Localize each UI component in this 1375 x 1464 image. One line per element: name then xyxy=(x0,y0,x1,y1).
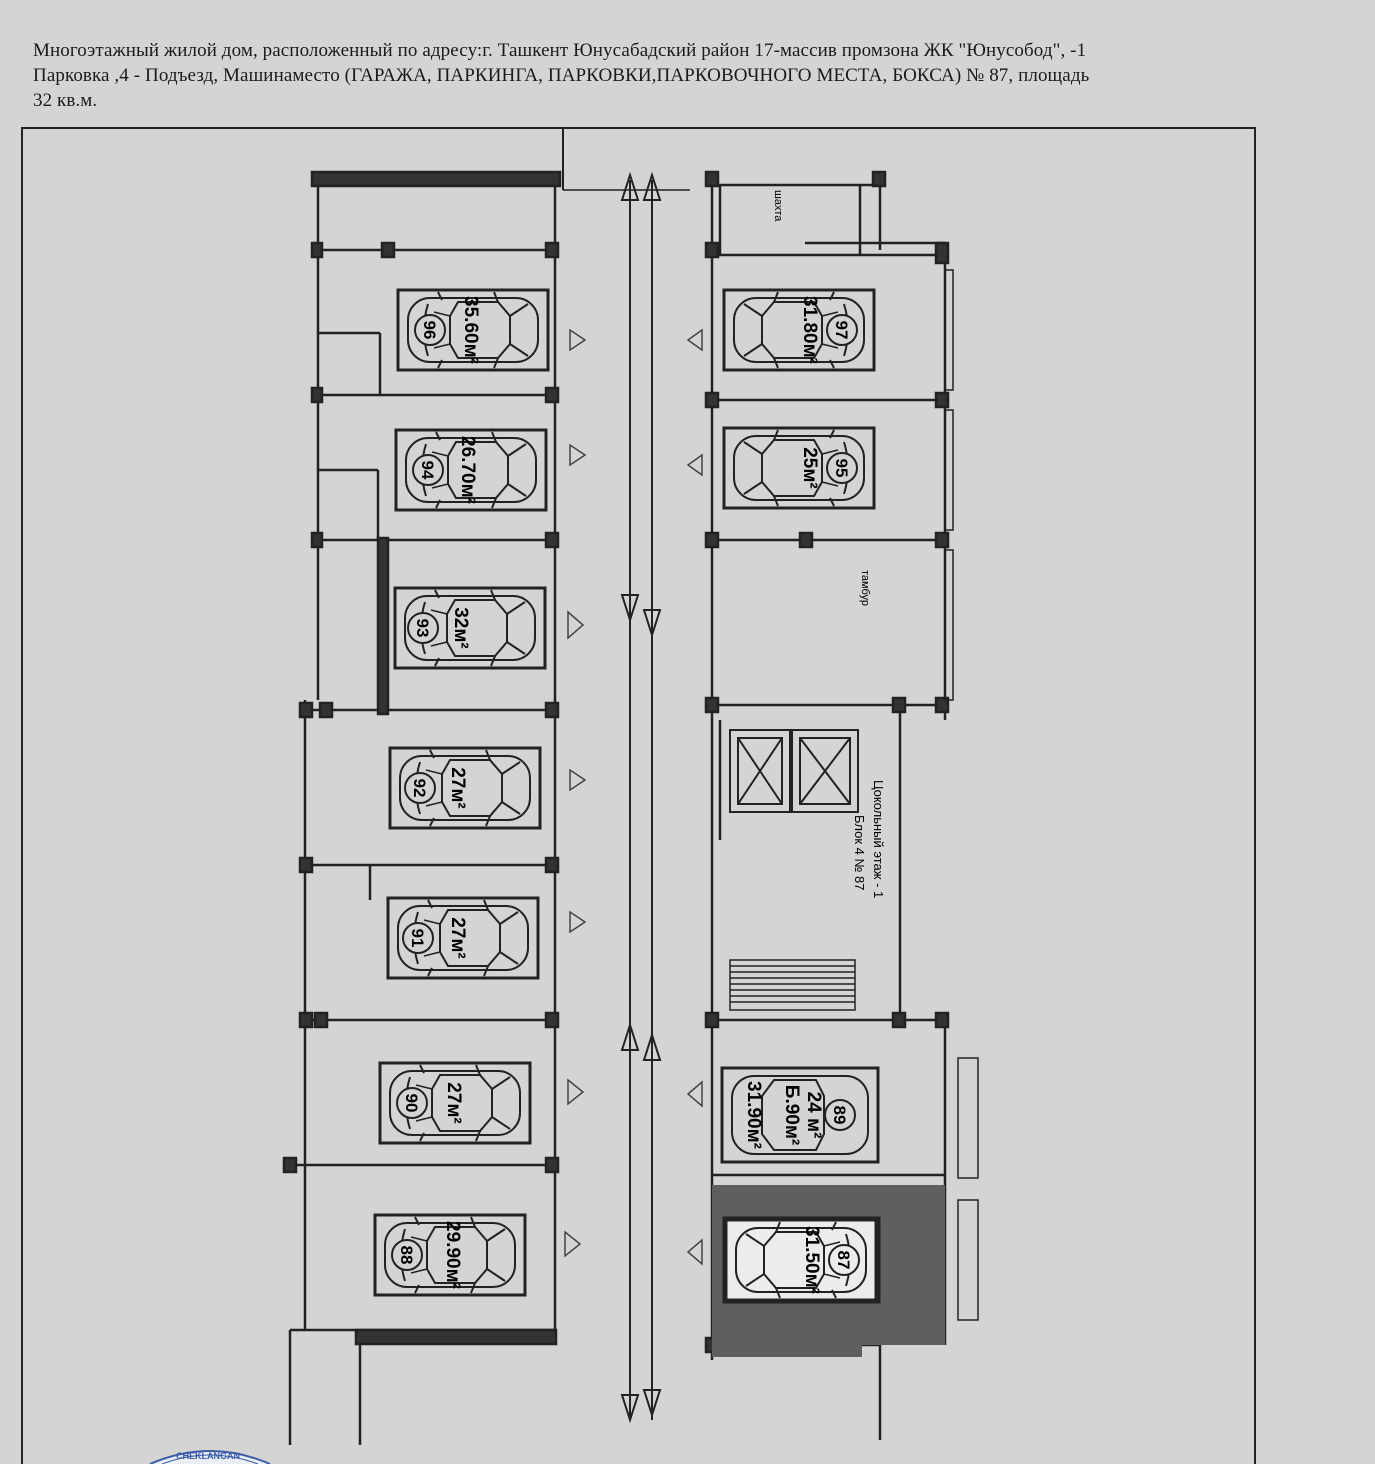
parking-space[interactable]: 96 35.60м² xyxy=(396,288,550,372)
parking-space[interactable]: 90 27м² xyxy=(378,1061,532,1145)
space-area-extra: Б.90м² xyxy=(781,1085,802,1145)
stamp: CHEKLANGAN xyxy=(149,1450,271,1464)
parking-space[interactable]: 95 25м² xyxy=(722,426,876,510)
left-block xyxy=(282,170,562,1445)
space-area: 27м² xyxy=(447,917,468,959)
space-number: 91 xyxy=(408,929,427,948)
space-number: 96 xyxy=(420,321,439,340)
header-line-2: Парковка ,4 - Подъезд, Машинаместо (ГАРА… xyxy=(33,65,1090,86)
elevator-shafts xyxy=(729,729,859,813)
space-area-extra-2: 31.90м² xyxy=(743,1081,764,1149)
space-number: 94 xyxy=(418,461,437,480)
drawing-frame xyxy=(21,127,1256,1464)
space-number: 89 xyxy=(830,1106,849,1125)
room-label-lobby: тамбур xyxy=(859,570,871,606)
parking-space[interactable]: 91 27м² xyxy=(386,896,540,980)
parking-space[interactable]: 88 29.90м² xyxy=(373,1213,527,1297)
space-number: 92 xyxy=(410,779,429,798)
room-label-shaft: шахта xyxy=(772,190,784,222)
driveway-arrows xyxy=(620,171,662,1424)
parking-space[interactable]: 93 32м² xyxy=(393,586,547,670)
parking-space-87[interactable]: 87 31.50м² xyxy=(722,1216,881,1304)
space-number: 87 xyxy=(834,1251,853,1270)
space-area: 29.90м² xyxy=(442,1221,463,1289)
space-87-highlight-strip xyxy=(712,1345,862,1357)
parking-space[interactable]: 92 27м² xyxy=(388,746,542,830)
block-subtitle: Блок 4 № 87 xyxy=(852,815,867,891)
space-area: 27м² xyxy=(447,767,468,809)
parking-space[interactable]: 97 31.80м² xyxy=(722,288,876,372)
space-number: 90 xyxy=(402,1094,421,1113)
space-number: 88 xyxy=(397,1246,416,1265)
space-area: 35.60м² xyxy=(460,296,481,364)
space-area: 24 м² xyxy=(803,1092,824,1139)
space-number: 93 xyxy=(413,619,432,638)
entry-arrows xyxy=(564,328,703,1266)
space-number: 97 xyxy=(832,321,851,340)
space-area: 27м² xyxy=(443,1082,464,1124)
stamp-text: CHEKLANGAN xyxy=(176,1451,240,1461)
parking-space[interactable]: 94 26.70м² xyxy=(394,428,548,512)
header-line-1: Многоэтажный жилой дом, расположенный по… xyxy=(33,40,1087,61)
staircase xyxy=(729,959,856,1011)
right-parking-spaces: 97 31.80м² 95 25м² 89 24 м² Б.90м² 31.90… xyxy=(720,288,881,1304)
block-title: Цокольный этаж - 1 xyxy=(871,780,886,898)
space-area: 25м² xyxy=(799,447,820,489)
space-number: 95 xyxy=(832,459,851,478)
parking-space[interactable]: 89 24 м² Б.90м² 31.90м² xyxy=(720,1066,880,1164)
document-header: Многоэтажный жилой дом, расположенный по… xyxy=(33,38,1353,113)
header-line-3: 32 кв.м. xyxy=(33,90,98,111)
space-area: 31.80м² xyxy=(799,296,820,364)
left-parking-spaces: 96 35.60м² 94 26.70м² 93 32м² 92 27м² 91… xyxy=(373,288,550,1297)
space-area: 32м² xyxy=(450,607,471,649)
space-area: 26.70м² xyxy=(457,436,478,504)
space-area: 31.50м² xyxy=(801,1226,822,1294)
